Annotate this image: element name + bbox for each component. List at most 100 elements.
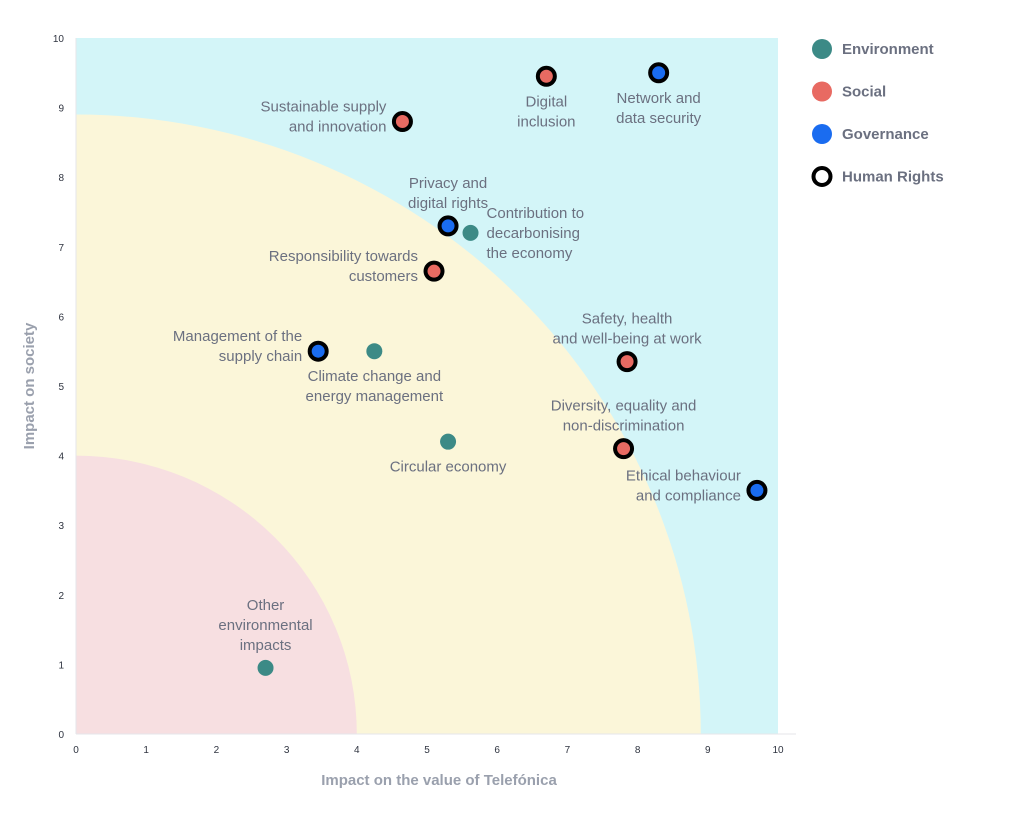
- x-axis-title: Impact on the value of Telefónica: [321, 772, 557, 789]
- x-tick-label: 0: [73, 745, 79, 756]
- legend-label: Human Rights: [842, 169, 944, 186]
- y-tick-label: 10: [53, 34, 65, 45]
- y-tick-label: 7: [58, 243, 64, 254]
- y-tick-label: 3: [58, 521, 64, 532]
- y-tick-label: 8: [58, 173, 64, 184]
- point-label-line: inclusion: [517, 113, 575, 130]
- x-tick-label: 4: [354, 745, 360, 756]
- point-label-line: non-discrimination: [563, 418, 685, 435]
- x-tick-label: 10: [772, 745, 784, 756]
- x-tick-label: 3: [284, 745, 290, 756]
- data-point-governance: Network and data security: [616, 62, 702, 127]
- point-label: Other environmental impacts: [218, 597, 312, 654]
- point-label-line: Privacy and: [409, 175, 487, 192]
- legend-label: Governance: [842, 126, 929, 143]
- point-label-line: supply chain: [219, 348, 302, 365]
- point-label-line: data security: [616, 110, 702, 127]
- point-label: Management of the supply chain: [173, 328, 302, 365]
- data-point-environment: Other environmental impacts: [218, 597, 313, 676]
- y-tick-label: 4: [58, 452, 64, 463]
- y-tick-label: 5: [58, 382, 64, 393]
- point-label-line: Management of the: [173, 328, 302, 345]
- point-marker-human-rights: [307, 340, 329, 362]
- x-tick-label: 8: [635, 745, 641, 756]
- data-point-social: Safety, health and well-being at work: [552, 311, 702, 373]
- point-label-line: impacts: [240, 637, 292, 654]
- point-marker: [257, 659, 274, 676]
- point-marker: [462, 224, 479, 241]
- axes: [75, 38, 796, 735]
- point-label-line: Digital: [525, 93, 567, 110]
- impact-zones: [76, 38, 778, 734]
- point-marker-human-rights: [746, 479, 768, 501]
- point-label: Digital inclusion: [517, 93, 575, 130]
- point-label: Circular economy: [390, 459, 507, 476]
- zone-low: [76, 455, 357, 734]
- point-label-line: Diversity, equality and: [551, 398, 697, 415]
- data-point-environment: Climate change and energy management: [306, 343, 444, 405]
- point-marker-human-rights: [437, 215, 459, 237]
- point-label-line: Ethical behaviour: [626, 467, 741, 484]
- y-tick-label: 1: [58, 660, 64, 671]
- data-point-social: Sustainable supply and innovation: [261, 99, 413, 136]
- point-marker-human-rights: [423, 260, 445, 282]
- point-label-line: Safety, health: [582, 311, 673, 328]
- point-marker-human-rights: [391, 111, 413, 133]
- data-point-social: Digital inclusion: [517, 65, 576, 130]
- legend-item-human-rights: Human Rights: [811, 166, 944, 187]
- x-tick-label: 6: [494, 745, 500, 756]
- data-point-governance: Management of the supply chain: [173, 328, 329, 365]
- x-tick-label: 5: [424, 745, 430, 756]
- x-tick-label: 7: [565, 745, 571, 756]
- point-marker: [440, 433, 457, 450]
- y-tick-label: 2: [58, 591, 64, 602]
- data-point-social: Responsibility towards customers: [269, 248, 445, 285]
- point-label-line: and innovation: [289, 119, 387, 136]
- point-marker-human-rights: [616, 351, 638, 373]
- point-label-line: decarbonising: [487, 225, 580, 242]
- point-label-line: Network and: [617, 90, 701, 107]
- legend-marker: [812, 81, 832, 102]
- point-label-line: customers: [349, 268, 418, 285]
- data-point-environment: Contribution to decarbonising the economy: [462, 205, 585, 262]
- point-label-line: Contribution to: [487, 205, 585, 222]
- point-label: Privacy and digital rights: [408, 175, 488, 212]
- point-marker-human-rights: [648, 62, 670, 84]
- point-label-line: and well-being at work: [552, 331, 702, 348]
- legend-marker: [812, 39, 832, 59]
- legend-marker: [811, 166, 833, 187]
- legend-item-environment: Environment: [812, 39, 934, 59]
- y-tick-label: 6: [58, 312, 64, 323]
- point-marker: [366, 343, 383, 360]
- point-label: Contribution to decarbonising the economy: [487, 205, 585, 262]
- x-tick-label: 1: [143, 745, 149, 756]
- point-label: Diversity, equality and non-discriminatio…: [551, 398, 697, 435]
- legend-item-governance: Governance: [812, 124, 929, 144]
- point-label-line: Circular economy: [390, 459, 507, 476]
- point-marker-human-rights: [535, 65, 557, 87]
- point-label: Responsibility towards customers: [269, 248, 418, 285]
- point-label-line: Climate change and: [308, 368, 441, 385]
- x-tick-label: 2: [214, 745, 220, 756]
- legend-label: Environment: [842, 41, 934, 58]
- point-label-line: Sustainable supply: [261, 99, 387, 116]
- y-axis-title: Impact on society: [21, 322, 38, 449]
- point-label-line: Other: [247, 597, 285, 614]
- point-label-line: energy management: [306, 388, 444, 405]
- point-label: Sustainable supply and innovation: [261, 99, 387, 136]
- point-label-line: digital rights: [408, 195, 488, 212]
- legend-item-social: Social: [812, 81, 886, 102]
- data-point-environment: Circular economy: [390, 433, 507, 476]
- data-points: Digital inclusion Network and data security…: [173, 62, 768, 676]
- y-tick-label: 0: [58, 730, 64, 741]
- point-label-line: the economy: [487, 245, 573, 262]
- point-label-line: environmental: [218, 617, 312, 634]
- legend-label: Social: [842, 84, 886, 101]
- point-label-line: Responsibility towards: [269, 248, 418, 265]
